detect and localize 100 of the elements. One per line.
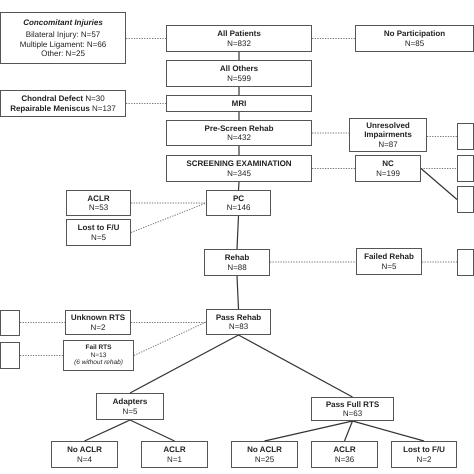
box-heading: Pass Rehab <box>216 312 262 322</box>
flow-box <box>231 441 298 468</box>
box-text: N=5 <box>382 262 396 271</box>
connector-line <box>264 420 353 442</box>
connector-line <box>130 202 206 233</box>
box-text: N=345 <box>227 168 251 178</box>
box-text: N=599 <box>227 74 251 83</box>
box-text: N=146 <box>226 203 250 212</box>
box-heading: ACLR <box>87 194 110 203</box>
box-text: N=5 <box>91 232 106 242</box>
connector-line <box>352 420 424 442</box>
flow-box <box>66 190 131 216</box>
box-text: N=85 <box>404 38 424 48</box>
flow-box <box>356 248 422 275</box>
connector-line <box>20 322 66 323</box>
connector-line <box>130 322 206 323</box>
box-heading: Rehab <box>224 253 250 262</box>
box-text: N=5 <box>122 406 138 416</box>
flow-box <box>166 60 312 87</box>
box-heading: Adapters <box>112 397 148 406</box>
flow-box <box>311 441 378 468</box>
box-heading: PC <box>232 194 244 203</box>
box-heading: Failed Rehab <box>364 252 414 262</box>
box-heading: No Participation <box>384 29 446 38</box>
box-text: N=87 <box>378 140 398 149</box>
flow-box <box>96 393 164 420</box>
connector-line <box>312 168 356 169</box>
connector-line <box>312 132 350 134</box>
flow-box <box>355 155 421 182</box>
flow-box <box>166 155 312 182</box>
box-text: N=53 <box>88 203 108 212</box>
connector-line <box>426 136 458 137</box>
connector-line <box>134 322 206 356</box>
flow-box <box>65 310 131 335</box>
flow-box <box>66 219 131 246</box>
flow-box <box>355 25 474 52</box>
empty-box <box>0 310 20 336</box>
flow-box <box>166 25 312 52</box>
box-text: N=83 <box>228 322 248 332</box>
box-text: N=4 <box>77 454 92 464</box>
box-heading: Unresolved Impairments <box>363 121 413 140</box>
box-text: N=832 <box>227 38 251 48</box>
box-heading: Lost to F/U <box>78 223 120 232</box>
flow-box <box>206 309 271 335</box>
box-text: N=36 <box>334 454 354 464</box>
flow-box <box>51 441 118 468</box>
flow-box <box>166 95 312 112</box>
empty-box <box>457 123 474 150</box>
flow-box <box>63 340 134 371</box>
flow-box <box>349 118 427 152</box>
connector-line <box>130 419 175 442</box>
box-heading: Pre-Screen Rehab <box>204 124 274 133</box>
box-heading: MRI <box>232 98 246 108</box>
box-heading: No ACLR <box>247 445 282 454</box>
box-text: N=88 <box>227 262 247 272</box>
box-heading: No ACLR <box>67 445 102 454</box>
flow-box <box>204 249 270 276</box>
flow-box <box>311 397 394 421</box>
connector-line <box>130 202 206 204</box>
flow-box <box>0 90 126 117</box>
connector-line <box>130 334 239 394</box>
box-heading: SCREENING EXAMINATION <box>186 159 292 168</box>
box-heading: NC <box>382 159 394 168</box>
box-heading: All Others <box>220 64 258 74</box>
box-text: Bilateral Injury: N=57 <box>26 30 100 40</box>
box-text: N=2 <box>416 454 432 464</box>
connector-line <box>236 276 240 310</box>
flow-box <box>166 120 312 146</box>
connector-line <box>312 38 356 39</box>
connector-line <box>126 38 166 39</box>
box-text: Repairable Meniscus N=137 <box>10 104 116 113</box>
empty-box <box>457 186 474 213</box>
box-heading: Pass Full RTS <box>326 400 380 409</box>
connector-line <box>420 168 458 200</box>
empty-box <box>457 155 474 182</box>
flow-box <box>141 441 208 468</box>
connector-line <box>238 182 240 190</box>
box-text: Other: N=25 <box>41 48 85 58</box>
box-text: N=432 <box>227 133 251 142</box>
box-heading: All Patients <box>217 29 261 38</box>
box-heading: ACLR <box>333 445 356 454</box>
flow-box <box>0 12 126 64</box>
connector-line <box>126 103 166 104</box>
connector-line <box>84 419 130 442</box>
box-heading: Concomitant Injuries <box>23 18 103 28</box>
box-heading: Unknown RTS <box>70 313 126 322</box>
flow-box <box>391 441 457 468</box>
box-text: Multiple Ligament: N=66 <box>20 40 106 49</box>
flow-box <box>206 190 271 216</box>
box-text: Chondral Defect N=30 <box>21 94 105 104</box>
connector-line <box>236 216 240 250</box>
connector-line <box>20 355 64 356</box>
connector-line <box>420 168 458 169</box>
box-text: N=25 <box>254 454 274 464</box>
box-text: N=63 <box>342 409 362 418</box>
connector-line <box>238 334 353 398</box>
box-heading: Lost to F/U <box>403 445 445 454</box>
box-text: N=199 <box>376 168 400 178</box>
empty-box <box>457 249 474 276</box>
connector-line <box>344 420 354 442</box>
